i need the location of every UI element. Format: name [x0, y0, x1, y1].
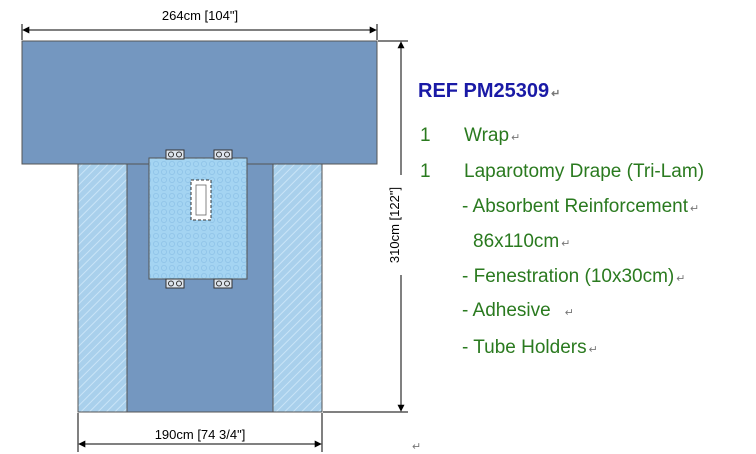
fenestration-inner [195, 184, 207, 216]
bottom-width-label: 190cm [74 3/4"] [155, 427, 246, 442]
drape-top-wrap [21, 40, 378, 165]
height-dimension: 310cm [122"] [323, 40, 408, 413]
drape-left-side-panel [77, 163, 128, 413]
tube-holder-top-right [213, 149, 233, 160]
tube-holder-bottom-left [165, 278, 185, 289]
top-width-label: 264cm [104"] [162, 8, 238, 23]
tube-holder-bottom-right [213, 278, 233, 289]
tube-holder-top-left [165, 149, 185, 160]
drape-right-side-panel [272, 163, 323, 413]
height-label: 310cm [122"] [387, 187, 402, 263]
top-width-dimension: 264cm [104"] [21, 8, 378, 40]
bottom-width-dimension: 190cm [74 3/4"] [77, 413, 323, 452]
